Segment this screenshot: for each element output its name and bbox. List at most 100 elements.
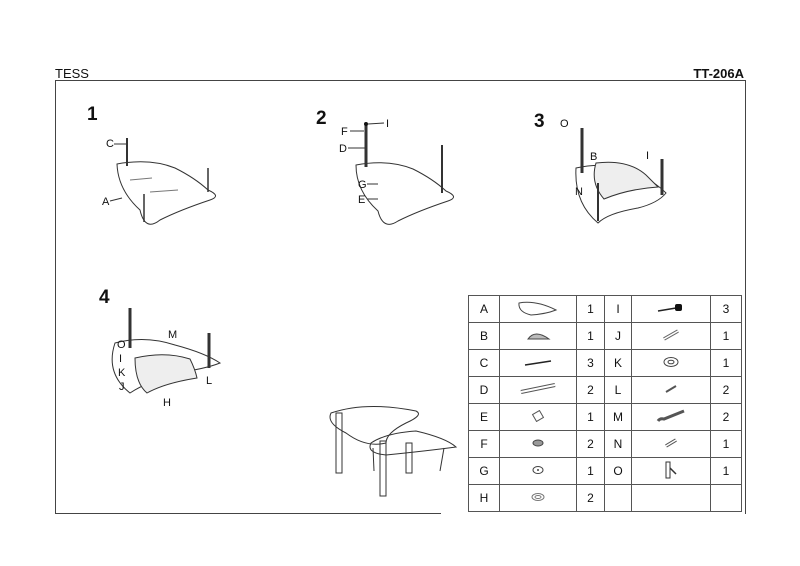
part-quantity [710, 484, 742, 512]
part-letter: F [468, 430, 500, 458]
step-number-1: 1 [87, 104, 98, 125]
label-h: H [163, 397, 171, 409]
model-number: TT-206A [693, 66, 744, 81]
part-quantity: 2 [710, 376, 742, 404]
label-i: I [119, 353, 122, 365]
part-quantity: 1 [710, 349, 742, 377]
step-4-illustration: M O I K J L H [111, 308, 222, 409]
part-quantity: 1 [576, 457, 605, 485]
label-e: E [358, 194, 365, 206]
label-f: F [341, 126, 348, 138]
step-number-2: 2 [316, 108, 327, 129]
foot-cap-icon [656, 302, 686, 316]
label-i: I [646, 150, 649, 162]
part-letter [604, 484, 632, 512]
step-number-3: 3 [534, 111, 545, 132]
part-letter: B [468, 322, 500, 350]
part-letter: O [604, 457, 632, 485]
part-letter: L [604, 376, 632, 404]
part-letter: J [604, 322, 632, 350]
label-c: C [106, 138, 114, 150]
label-a: A [102, 196, 110, 208]
part-image-cell [631, 349, 711, 377]
glass-top-large-icon [516, 300, 560, 319]
label-n: N [575, 186, 583, 198]
step-number-4: 4 [99, 287, 110, 308]
part-image-cell [499, 403, 577, 431]
part-image-cell [499, 430, 577, 458]
label-i: I [386, 118, 389, 130]
part-letter: E [468, 403, 500, 431]
part-letter: D [468, 376, 500, 404]
part-quantity: 1 [710, 322, 742, 350]
label-o: O [560, 118, 569, 130]
part-quantity: 1 [576, 322, 605, 350]
short-tube-icon [661, 329, 681, 344]
leg-tube-icon [518, 382, 558, 398]
part-quantity: 2 [576, 376, 605, 404]
part-letter: I [604, 295, 632, 323]
allen-key-icon [663, 460, 679, 483]
part-image-cell [499, 349, 577, 377]
part-quantity: 1 [710, 457, 742, 485]
part-image-cell [631, 484, 711, 512]
product-name: TESS [55, 66, 89, 81]
part-image-cell [631, 376, 711, 404]
part-image-cell [631, 403, 711, 431]
washer-icon [531, 437, 545, 451]
ring-washer-icon [531, 464, 545, 478]
spacer-icon [531, 409, 545, 425]
part-image-cell [499, 457, 577, 485]
part-image-cell [499, 295, 577, 323]
step-2-illustration: I F D G E [339, 118, 454, 225]
part-quantity: 2 [576, 430, 605, 458]
label-o: O [117, 339, 126, 351]
part-letter: C [468, 349, 500, 377]
part-image-cell [499, 484, 577, 512]
part-image-cell [499, 376, 577, 404]
label-m: M [168, 329, 177, 341]
small-screw-icon [664, 383, 678, 397]
frame-divider [55, 513, 441, 514]
label-b: B [590, 151, 597, 163]
part-quantity: 3 [576, 349, 605, 377]
part-image-cell [499, 322, 577, 350]
bolt-icon [523, 356, 553, 370]
part-letter: N [604, 430, 632, 458]
assembled-table-illustration [329, 406, 458, 497]
washer-large-icon [662, 356, 680, 371]
part-quantity: 1 [576, 403, 605, 431]
part-letter: A [468, 295, 500, 323]
step-3-illustration: O B I N [560, 118, 667, 224]
curved-leg-icon [656, 409, 686, 426]
part-quantity: 2 [576, 484, 605, 512]
label-l: L [206, 375, 212, 387]
part-image-cell [631, 295, 711, 323]
part-image-cell [631, 457, 711, 485]
label-d: D [339, 143, 347, 155]
part-image-cell [631, 322, 711, 350]
part-quantity: 1 [576, 295, 605, 323]
part-quantity: 3 [710, 295, 742, 323]
label-g: G [358, 179, 367, 191]
connector-tube-icon [663, 437, 679, 451]
step-1-illustration: C A [102, 138, 216, 225]
label-k: K [118, 367, 126, 379]
part-letter: K [604, 349, 632, 377]
part-quantity: 1 [710, 430, 742, 458]
part-letter: H [468, 484, 500, 512]
part-image-cell [631, 430, 711, 458]
glass-top-small-icon [525, 329, 551, 344]
part-letter: G [468, 457, 500, 485]
part-quantity: 2 [710, 403, 742, 431]
label-j: J [119, 381, 125, 393]
rubber-pad-icon [530, 491, 546, 505]
